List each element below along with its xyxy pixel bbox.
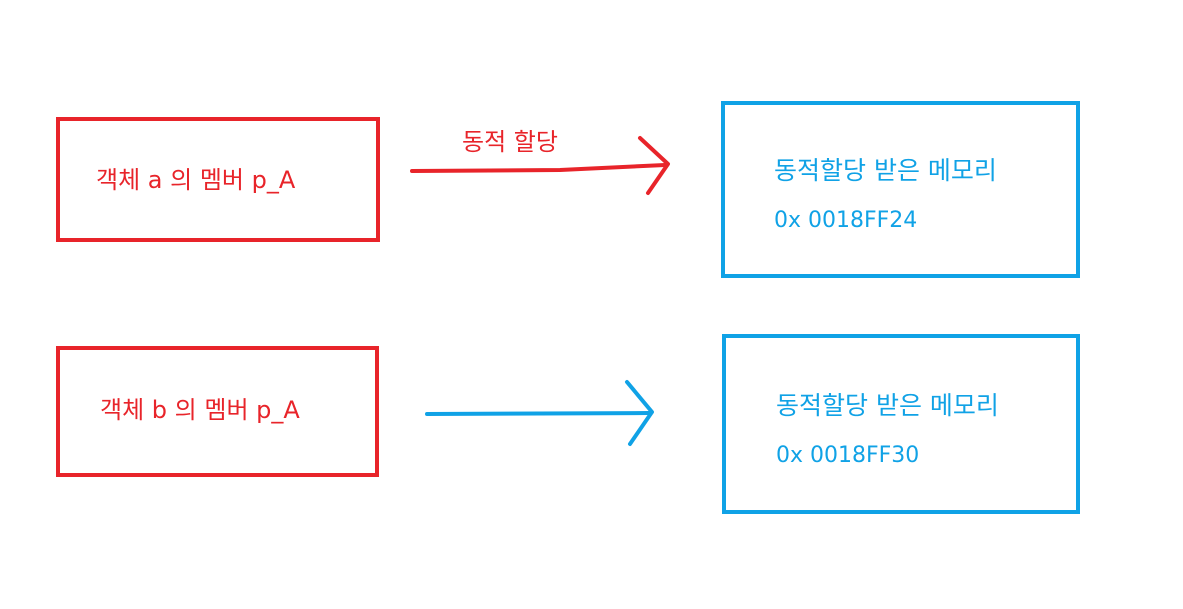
memory-a-title: 동적할당 받은 메모리 (774, 156, 997, 185)
memory-a-box (721, 101, 1080, 278)
memory-a-address: 0x 0018FF24 (774, 208, 918, 233)
object-b-box (56, 346, 379, 477)
arrow-a-label: 동적 할당 (462, 128, 558, 156)
object-b-label: 객체 b 의 멤버 p_A (100, 396, 300, 424)
memory-b-title: 동적할당 받은 메모리 (776, 391, 999, 420)
object-a-label: 객체 a 의 멤버 p_A (96, 166, 296, 194)
memory-b-box (722, 334, 1080, 514)
arrow-b (425, 380, 654, 446)
object-a-box (56, 117, 380, 242)
memory-b-address: 0x 0018FF30 (776, 443, 920, 468)
arrow-a (410, 136, 670, 195)
